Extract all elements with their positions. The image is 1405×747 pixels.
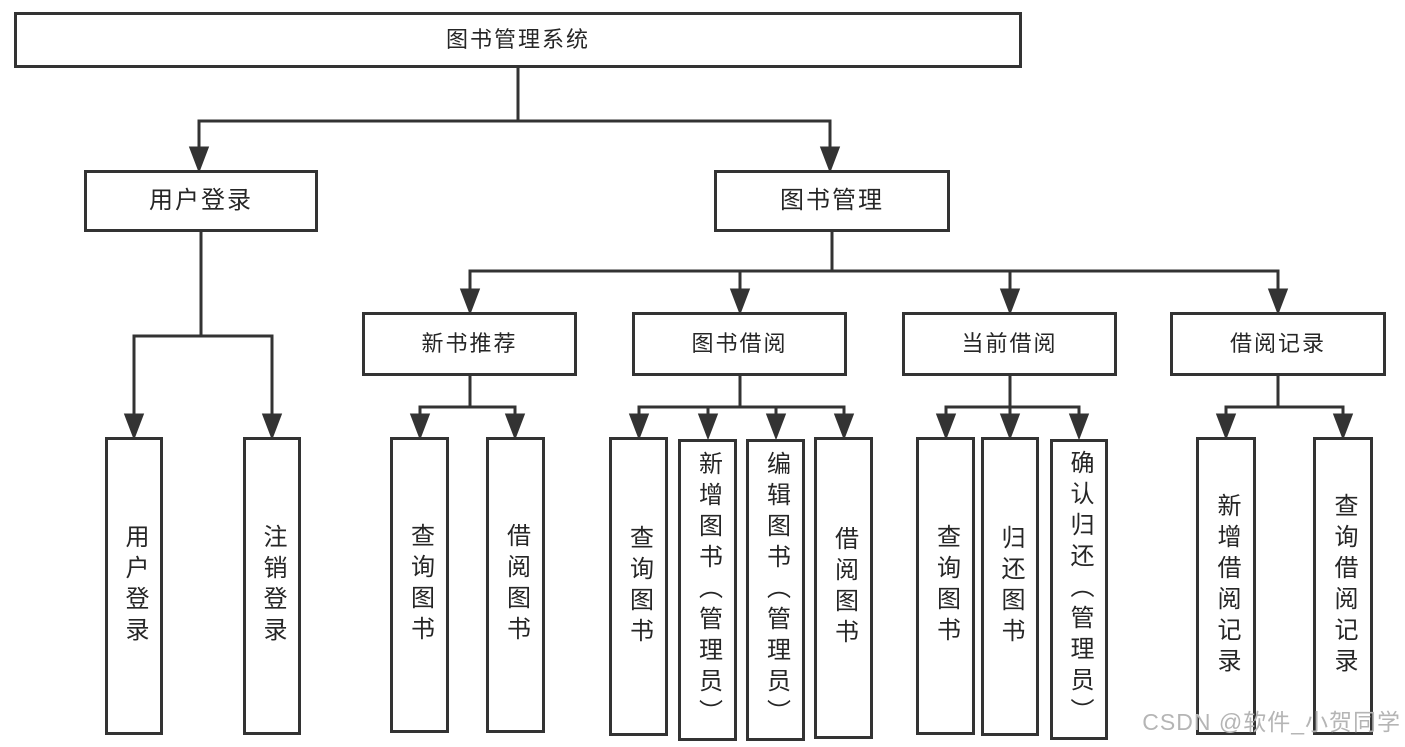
- leaf-borrow-add-admin: 新增图书（管理员）: [678, 439, 737, 741]
- node-root: 图书管理系统: [14, 12, 1022, 68]
- leaf-records-add: 新增借阅记录: [1196, 437, 1256, 735]
- leaf-user-login: 用户登录: [105, 437, 163, 735]
- connector-root-to-level2: [188, 66, 841, 174]
- connector-borrow-records-to-leaves: [1215, 374, 1354, 441]
- leaf-current-confirm-admin: 确认归还（管理员）: [1050, 439, 1108, 740]
- connector-user-login-to-leaves: [123, 230, 283, 441]
- leaf-borrow-query: 查询图书: [609, 437, 668, 736]
- leaf-newbook-borrow: 借阅图书: [486, 437, 545, 733]
- node-new-book-recommend: 新书推荐: [362, 312, 577, 376]
- connector-current-borrow-to-leaves: [935, 374, 1090, 441]
- csdn-watermark: CSDN @软件_小贺同学: [1142, 709, 1401, 735]
- node-current-borrow: 当前借阅: [902, 312, 1117, 376]
- node-book-management: 图书管理: [714, 170, 950, 232]
- leaf-newbook-query: 查询图书: [390, 437, 449, 733]
- leaf-borrow-edit-admin: 编辑图书（管理员）: [746, 439, 805, 741]
- leaf-logout: 注销登录: [243, 437, 301, 735]
- node-borrow-records: 借阅记录: [1170, 312, 1386, 376]
- leaf-borrow-borrow: 借阅图书: [814, 437, 873, 739]
- connector-new-book-to-leaves: [409, 374, 526, 441]
- node-user-login: 用户登录: [84, 170, 318, 232]
- leaf-records-query: 查询借阅记录: [1313, 437, 1373, 735]
- connector-book-management-to-level3: [459, 230, 1289, 316]
- leaf-current-query: 查询图书: [916, 437, 975, 735]
- connector-book-borrow-to-leaves: [628, 374, 855, 441]
- node-book-borrow: 图书借阅: [632, 312, 847, 376]
- leaf-current-return: 归还图书: [981, 437, 1039, 736]
